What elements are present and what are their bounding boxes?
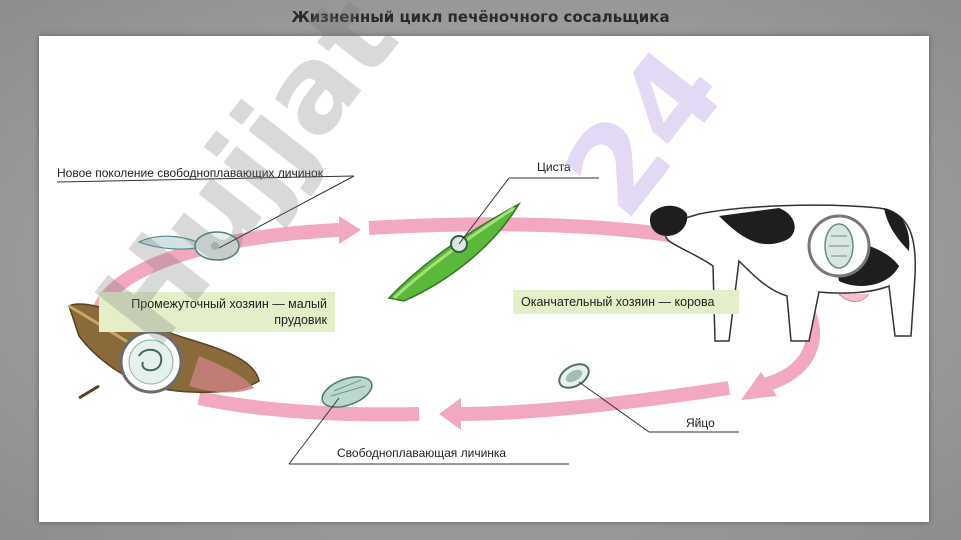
diagram-panel: Новое поколение свободноплавающих личино… [39, 0, 929, 522]
life-cycle-diagram [56, 175, 917, 465]
egg-pointer [578, 381, 650, 433]
snail-icon [68, 303, 260, 400]
cycle-arrow-bottom-left [197, 391, 420, 422]
arrowhead-right [741, 372, 777, 400]
arrowhead-bottom [439, 398, 461, 430]
intermediate-host-box: Промежуточный хозяин — малый прудовик [99, 292, 335, 332]
definitive-host-box: Оканчательный хозяин — корова [513, 290, 739, 314]
cycle-arrowheads [339, 216, 777, 430]
cow-icon [649, 204, 917, 342]
new-larva-label-line [56, 175, 355, 183]
cyst-label: Циста [537, 160, 571, 174]
free-larva-pointer [288, 397, 340, 465]
new-larva-icon [137, 231, 240, 261]
new-generation-label: Новое поколение свободноплавающих личино… [57, 166, 323, 180]
free-larva-label: Свободноплавающая личинка [337, 446, 507, 460]
arrowhead-top [339, 216, 361, 244]
cyst-pointer [458, 177, 510, 245]
egg-label: Яйцо [686, 416, 715, 430]
cycle-arrow-bottom [458, 381, 731, 421]
new-larva-pointer [218, 175, 355, 249]
egg-icon [558, 363, 590, 389]
page-title: Жизненный цикл печёночного сосальщика [291, 8, 670, 26]
free-larva-icon [321, 376, 373, 408]
